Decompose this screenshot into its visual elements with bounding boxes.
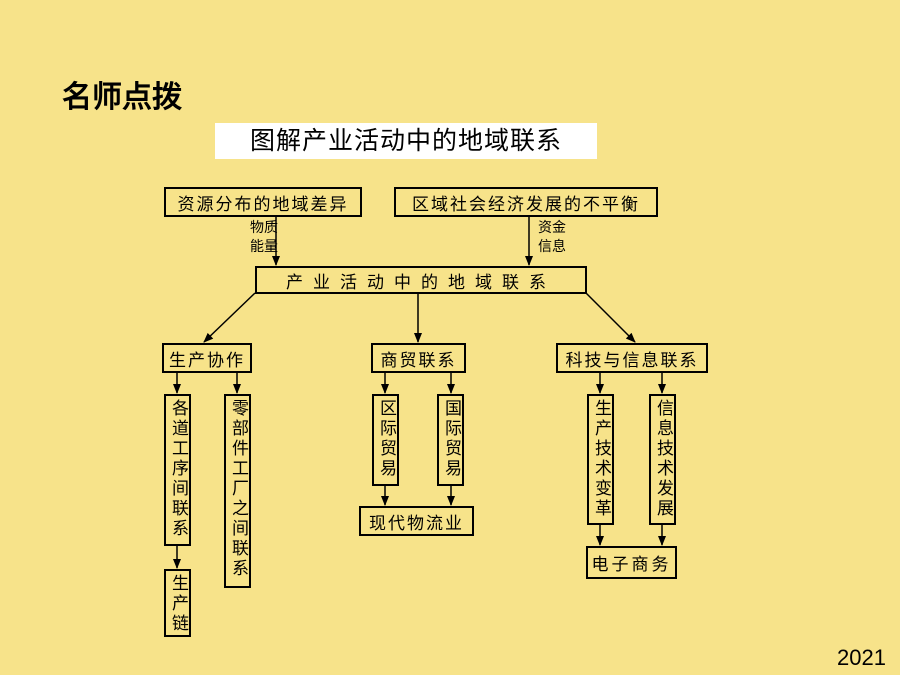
international-trade-box: 国际贸易 [437,394,464,486]
production-tech-change-box: 生产技术变革 [587,394,614,525]
diagram-title: 图解产业活动中的地域联系 [215,123,597,159]
label-energy: 能量 [250,239,278,255]
production-cooperation-box: 生产协作 [162,343,252,373]
regional-linkage-center-box: 产业活动中的地域联系 [255,266,587,294]
trade-linkage-box: 商贸联系 [371,343,466,373]
production-chain-box: 生产链 [164,569,191,637]
label-capital: 资金 [538,220,566,236]
parts-factory-linkage-box: 零部件工厂之间联系 [224,394,251,588]
label-information: 信息 [538,239,566,255]
info-tech-development-box: 信息技术发展 [649,394,676,525]
process-linkage-box: 各道工序间联系 [164,394,191,546]
interregional-trade-box: 区际贸易 [372,394,399,486]
arrow-center-to-production [203,292,256,343]
arrow-center-to-tech [585,292,636,343]
modern-logistics-box: 现代物流业 [359,506,474,536]
tech-info-linkage-box: 科技与信息联系 [556,343,708,373]
footer-year: 2021 [837,645,886,670]
label-material: 物质 [250,220,278,236]
resource-distribution-box: 资源分布的地域差异 [164,187,362,217]
page-heading: 名师点拨 [62,80,182,115]
regional-development-box: 区域社会经济发展的不平衡 [394,187,658,217]
e-commerce-box: 电子商务 [586,546,677,579]
